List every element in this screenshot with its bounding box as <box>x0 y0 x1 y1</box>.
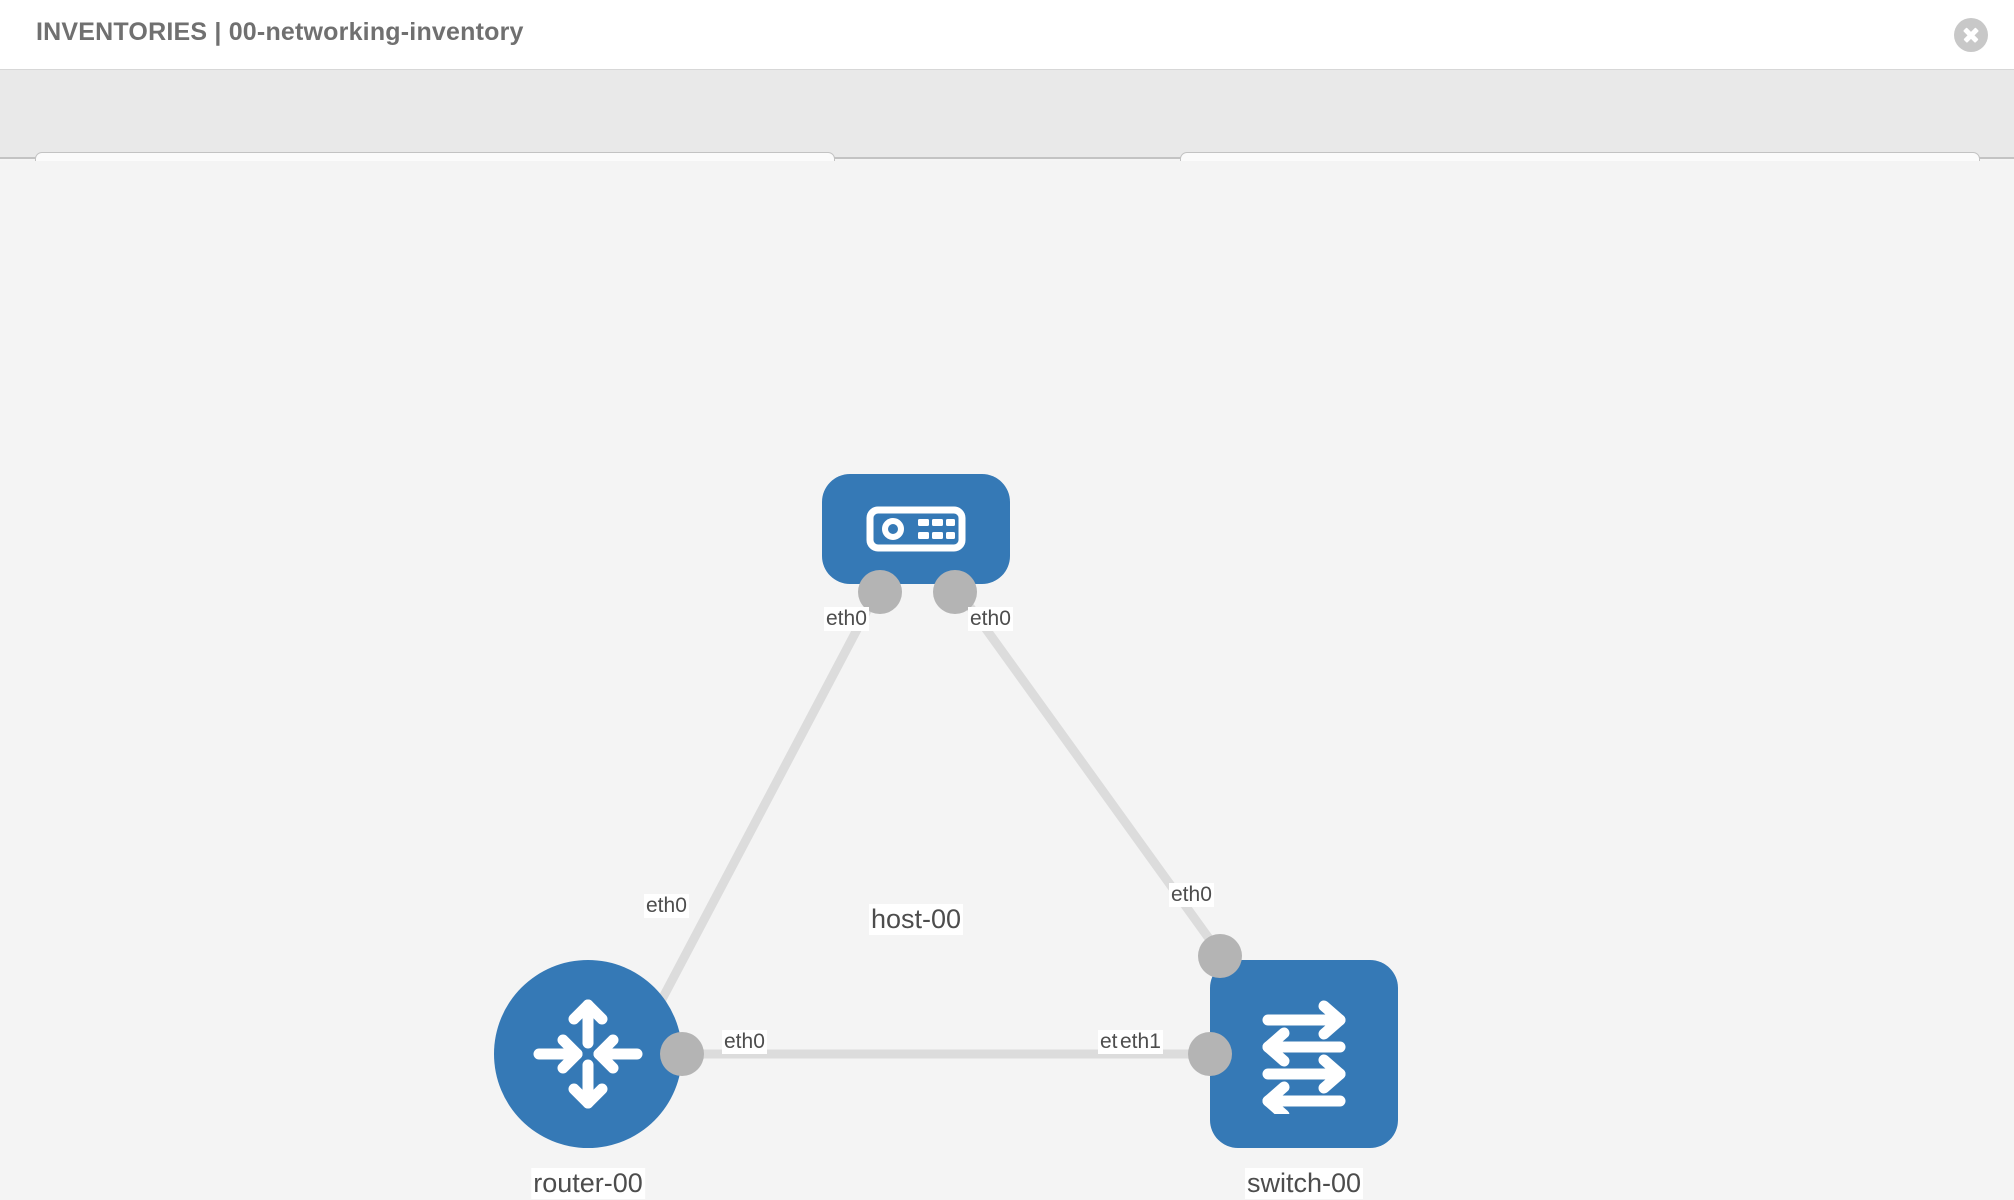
topology-canvas[interactable]: host-00 <box>0 161 2014 1200</box>
page-title: INVENTORIES | 00-networking-inventory <box>36 18 524 46</box>
topology-links <box>635 581 1223 1059</box>
port-router-right[interactable] <box>660 1032 704 1076</box>
if-label-router-right: eth0 <box>722 1030 767 1054</box>
page-header: INVENTORIES | 00-networking-inventory <box>0 0 2014 70</box>
switch-icon <box>1262 1000 1346 1114</box>
router-icon <box>533 999 643 1109</box>
switch-node-shape[interactable] <box>1210 960 1398 1148</box>
link-host-router <box>635 581 885 1046</box>
node-label-host: host-00 <box>868 904 964 935</box>
node-label-switch: switch-00 <box>1244 1168 1364 1199</box>
port-host-left[interactable] <box>858 570 902 614</box>
close-icon[interactable] <box>1954 18 1988 52</box>
host-node-shape[interactable] <box>822 474 1010 584</box>
port-switch-top[interactable] <box>1198 934 1242 978</box>
if-label-host-left: eth0 <box>824 607 869 631</box>
toolbar: ACTIONS SEARCH <box>0 70 2014 202</box>
router-node-shape[interactable] <box>494 960 682 1148</box>
if-label-host-right: eth0 <box>968 607 1013 631</box>
server-icon <box>866 506 966 552</box>
port-switch-left[interactable] <box>1188 1032 1232 1076</box>
if-label-switch-up: eth0 <box>1169 883 1214 907</box>
node-label-router: router-00 <box>531 1168 645 1199</box>
if-label-router-up: eth0 <box>644 894 689 918</box>
port-host-right[interactable] <box>933 570 977 614</box>
if-label-switch-left-b: eth1 <box>1118 1030 1163 1054</box>
